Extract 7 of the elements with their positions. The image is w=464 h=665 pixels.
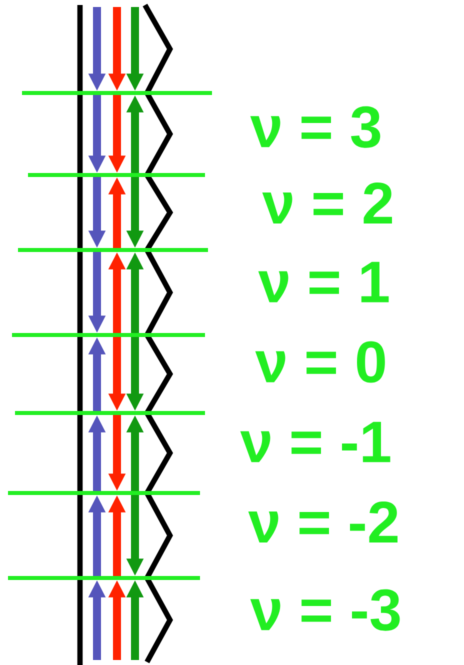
level-label: ν = 1: [258, 262, 389, 302]
level-label: ν = 3: [250, 106, 380, 148]
level-label: ν = -1: [240, 422, 390, 462]
level-label: ν = 2: [262, 182, 392, 224]
level-label: ν = 0: [255, 341, 385, 383]
level-label: ν = -3: [250, 589, 400, 631]
level-label: ν = -2: [248, 502, 398, 542]
